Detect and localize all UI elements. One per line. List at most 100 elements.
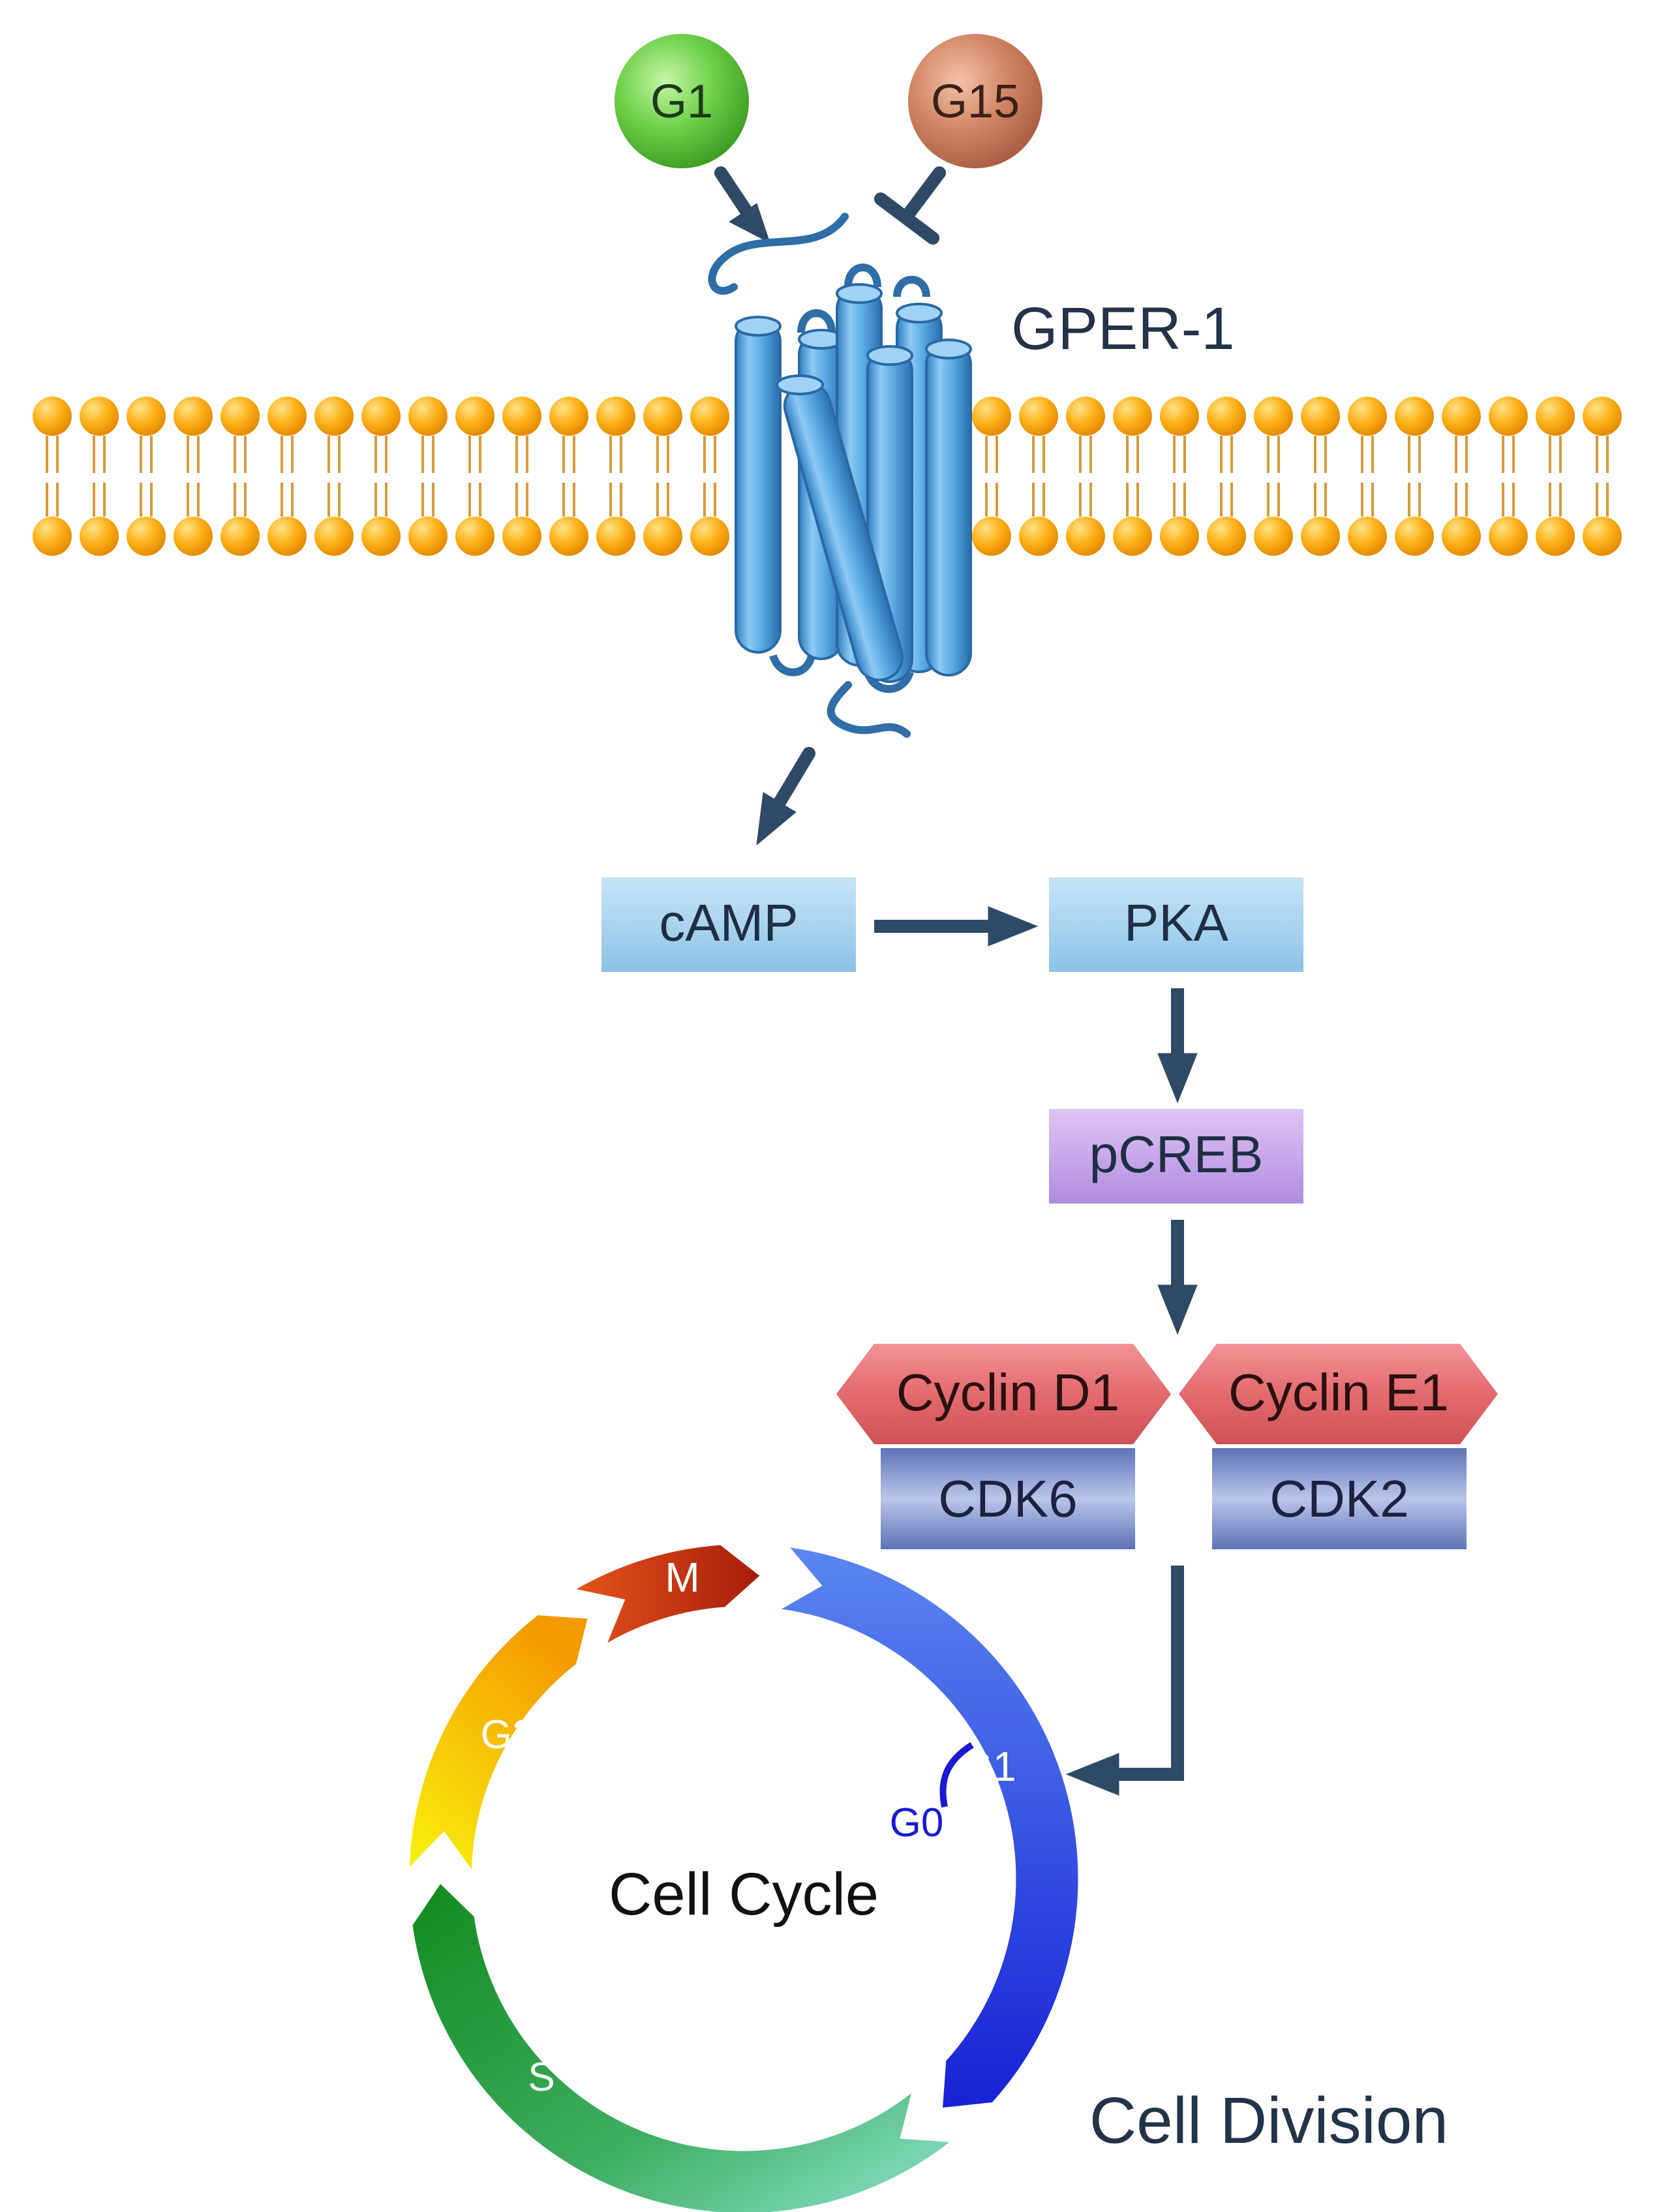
lipid-head xyxy=(174,517,213,556)
g15-ligand-sphere xyxy=(908,34,1042,168)
outcome-label: Cell Division xyxy=(1089,2084,1448,2157)
lipid-head xyxy=(1348,397,1387,436)
ligand-g1: G1 xyxy=(615,34,749,168)
phase-g0-label: G0 xyxy=(890,1800,944,1845)
lipid-head xyxy=(220,397,260,436)
lipid-head xyxy=(1395,517,1434,556)
cdk2-box xyxy=(1212,1448,1467,1549)
lipid-head xyxy=(80,397,119,436)
cell-cycle-wheel xyxy=(409,1545,1078,2212)
camp-box xyxy=(601,877,856,972)
lipid-head xyxy=(80,517,119,556)
phase-g2-arc xyxy=(409,1615,588,1870)
lipid-head xyxy=(1536,397,1575,436)
lipid-head xyxy=(1442,517,1481,556)
lipid-head xyxy=(1113,517,1152,556)
lipid-head xyxy=(549,517,588,556)
arrow-pcreb-to-cyclins xyxy=(1157,1220,1198,1335)
lipid-bilayer xyxy=(33,397,1622,556)
cell-cycle-title: Cell Cycle xyxy=(609,1861,879,1928)
lipid-head xyxy=(174,397,213,436)
lipid-head xyxy=(455,397,494,436)
lipid-head xyxy=(972,517,1011,556)
lipid-head xyxy=(1207,397,1246,436)
lipid-head xyxy=(1254,397,1293,436)
lipid-head xyxy=(220,517,260,556)
phase-m-label: M xyxy=(665,1554,699,1601)
lipid-head xyxy=(596,397,635,436)
lipid-head xyxy=(972,397,1011,436)
lipid-head xyxy=(1489,517,1528,556)
cyclin-e1-label: Cyclin E1 xyxy=(1228,1363,1449,1421)
lipid-head xyxy=(502,397,541,436)
lipid-head xyxy=(267,397,307,436)
pka-box xyxy=(1049,877,1303,972)
lipid-head xyxy=(1348,517,1387,556)
lipid-head xyxy=(267,517,307,556)
lipid-head xyxy=(502,517,541,556)
inhibition-arrow xyxy=(874,166,946,245)
phase-g1-arc xyxy=(782,1547,1078,2108)
pka-label: PKA xyxy=(1124,894,1229,952)
lipid-head xyxy=(1395,397,1434,436)
lipid-head xyxy=(33,517,72,556)
lipid-head xyxy=(1066,517,1105,556)
lipid-head xyxy=(549,397,588,436)
arrow-receptor-to-camp xyxy=(756,747,815,846)
cdk6-label: CDK6 xyxy=(938,1470,1077,1528)
lipid-head xyxy=(1489,397,1528,436)
arrow-pka-to-pcreb xyxy=(1157,988,1198,1104)
lipid-head xyxy=(643,517,682,556)
activation-arrow xyxy=(714,166,770,244)
lipid-head xyxy=(643,397,682,436)
cyclin-d1-hexagon xyxy=(836,1344,1171,1444)
g1-ligand-label: G1 xyxy=(650,76,713,128)
cell-cycle-labels: M G1 G0 S G2 Cell Cycle xyxy=(481,1554,1016,2100)
lipid-head xyxy=(408,517,448,556)
lipid-head xyxy=(1442,397,1481,436)
ligand-g15: G15 xyxy=(908,34,1042,168)
cyclin-e1-hexagon xyxy=(1179,1344,1498,1444)
phase-g1-label: G1 xyxy=(960,1743,1016,1790)
node-pcreb: pCREB xyxy=(1049,1109,1303,1204)
lipid-head xyxy=(314,517,354,556)
lipid-head xyxy=(1019,397,1058,436)
lipid-head xyxy=(1207,517,1246,556)
transmembrane-helices xyxy=(735,283,972,683)
lipid-head xyxy=(455,517,494,556)
lipid-head xyxy=(1160,397,1199,436)
cyclin-d1-label: Cyclin D1 xyxy=(896,1363,1119,1421)
lipid-head xyxy=(1160,517,1199,556)
phase-s-label: S xyxy=(528,2055,555,2100)
cdk6-box xyxy=(881,1448,1135,1549)
lipid-head xyxy=(33,397,72,436)
lipid-head xyxy=(1019,517,1058,556)
lipid-head xyxy=(596,517,635,556)
lipid-head xyxy=(361,517,401,556)
complex-cyclin-d1-cdk6: Cyclin D1 CDK6 xyxy=(836,1344,1171,1549)
pcreb-label: pCREB xyxy=(1089,1125,1264,1183)
lipid-head xyxy=(1113,397,1152,436)
g1-ligand-sphere xyxy=(615,34,749,168)
gper1-receptor: GPER-1 xyxy=(708,213,1235,738)
lipid-head xyxy=(1066,397,1105,436)
g0-branch xyxy=(939,1742,974,1808)
phase-g2-label: G2 xyxy=(481,1712,535,1757)
lipid-head xyxy=(690,517,729,556)
node-camp: cAMP xyxy=(601,877,856,972)
lipid-head xyxy=(1301,517,1340,556)
lipid-head xyxy=(127,517,166,556)
receptor-label: GPER-1 xyxy=(1011,295,1235,362)
camp-label: cAMP xyxy=(659,894,798,952)
lipid-head xyxy=(1583,517,1622,556)
cdk2-label: CDK2 xyxy=(1269,1470,1408,1528)
node-pka: PKA xyxy=(1049,877,1303,972)
lipid-head xyxy=(1536,517,1575,556)
lipid-head xyxy=(1583,397,1622,436)
lipid-head xyxy=(1301,397,1340,436)
arrow-camp-to-pka xyxy=(874,906,1039,947)
lipid-head xyxy=(127,397,166,436)
arrow-cdk-to-cell-cycle xyxy=(1065,1566,1184,1796)
phase-s-arc xyxy=(412,1884,950,2212)
